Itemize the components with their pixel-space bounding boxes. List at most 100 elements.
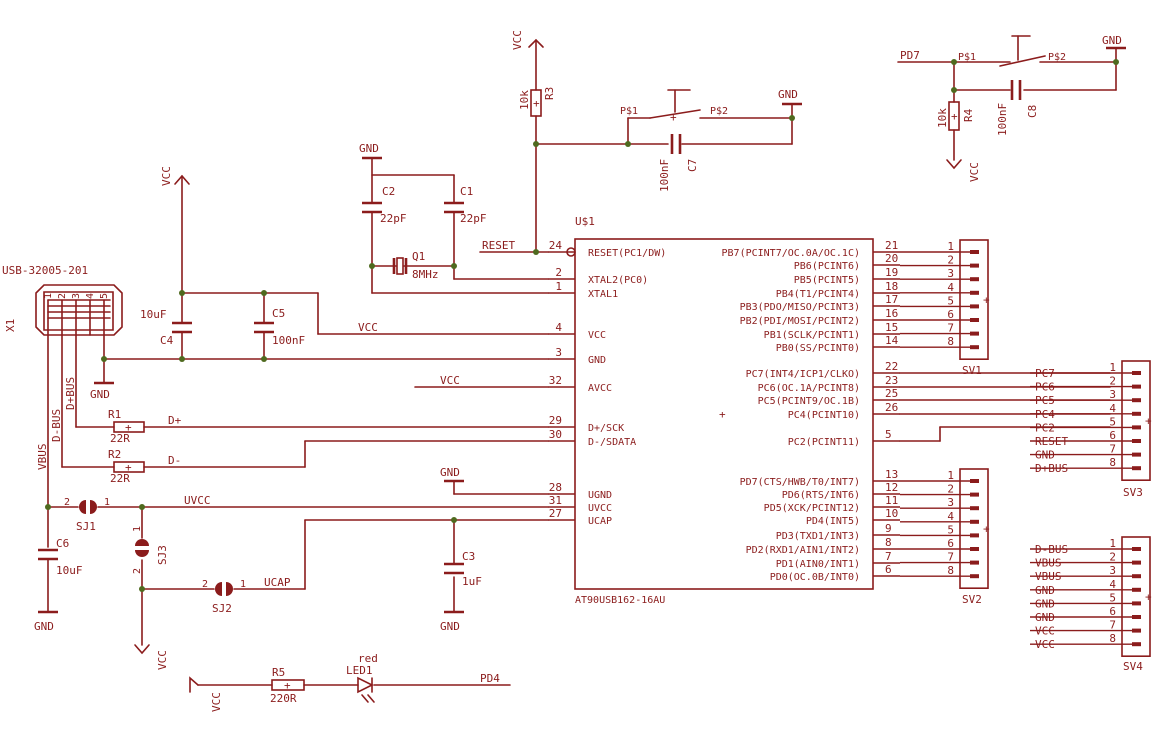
sv4-signal: VBUS — [1035, 557, 1062, 570]
sv4-signal: D-BUS — [1035, 543, 1068, 556]
mcu-right-pin-label: PD7(CTS/HWB/T0/INT7) — [740, 477, 860, 488]
sv4-pin-number: 3 — [1109, 564, 1116, 577]
capacitor-c7 — [670, 134, 682, 154]
vcc-label-left: VCC — [160, 166, 173, 186]
sv3-pin-contact — [1132, 384, 1141, 389]
sv3-pin-number: 1 — [1109, 361, 1116, 374]
sv3-pin-contact — [1132, 466, 1141, 471]
gnd-label-reset: GND — [778, 88, 798, 101]
vcc-label-reset: VCC — [511, 30, 524, 50]
mcu-part: AT90USB162-16AU — [575, 595, 665, 606]
sv4-signal: VBUS — [1035, 570, 1062, 583]
sv3-pin-number: 3 — [1109, 388, 1116, 401]
usb-pin-4: 4 — [85, 293, 96, 299]
mcu-right-pin-label: PD1(AIN0/INT1) — [776, 559, 860, 570]
mcu-left-pin-number: 29 — [549, 414, 562, 427]
usb-pin-2: 2 — [57, 293, 68, 299]
svg-text:+: + — [125, 461, 132, 474]
mcu-right-pins: 21PB7(PCINT7/OC.0A/OC.1C)20PB6(PCINT6)19… — [722, 239, 900, 583]
r4-value: 10k — [936, 108, 949, 128]
resistor-r5: + — [271, 679, 305, 692]
mcu-right-pin-label: PC5(PCINT9/OC.1B) — [758, 396, 860, 407]
sv4-pin-number: 6 — [1109, 605, 1116, 618]
sv4-signal: GND — [1035, 597, 1055, 610]
sv2-pin-contact — [970, 506, 979, 511]
mcu-left-pin-number: 4 — [555, 321, 562, 334]
c8-name: C8 — [1026, 105, 1039, 118]
usb-pin-5: 5 — [99, 293, 110, 299]
sv4-pin-contact — [1132, 587, 1141, 592]
sv1-pin-number: 2 — [947, 254, 954, 267]
usb-net-dminus: D-BUS — [50, 409, 63, 442]
mcu-right-pin-number: 18 — [885, 280, 898, 293]
reset-switch-p2: P$2 — [710, 106, 728, 117]
gnd-label-usb: GND — [90, 388, 110, 401]
mcu-right-pin-label: PB2(PDI/MOSI/PCINT2) — [740, 316, 860, 327]
sv2-pin-number: 4 — [947, 510, 954, 523]
sj3-name: SJ3 — [156, 545, 169, 565]
c2-value: 22pF — [380, 212, 407, 225]
r2-name: R2 — [108, 448, 121, 461]
reset-switch-2 — [999, 35, 1046, 67]
net-uvcc: UVCC — [184, 494, 211, 507]
capacitor-c8 — [1010, 80, 1022, 100]
sv1-pin-contact — [970, 290, 979, 295]
sv1-housing — [959, 239, 989, 360]
gnd-label-topright: GND — [1102, 34, 1122, 47]
resistor-r1: + — [113, 421, 145, 434]
mcu-right-pin-number: 12 — [885, 481, 898, 494]
usb-name: X1 — [4, 319, 17, 332]
mcu-right-pin-number: 5 — [885, 428, 892, 441]
sv2-pin-contact — [970, 574, 979, 579]
reset-switch-p1: P$1 — [620, 106, 638, 117]
sv4-pin-contact — [1132, 574, 1141, 579]
sv4-pin-number: 1 — [1109, 537, 1116, 550]
mcu-right-pin-number: 25 — [885, 387, 898, 400]
net-vcc-avcc: VCC — [440, 374, 460, 387]
mcu-right-pin-label: PC6(OC.1A/PCINT8) — [758, 383, 860, 394]
sv3-signal: PC2 — [1035, 421, 1055, 434]
q1-value: 8MHz — [412, 268, 439, 281]
sv4-pin-number: 4 — [1109, 578, 1116, 591]
mcu-right-pin-label: PB6(PCINT6) — [794, 261, 860, 272]
sv1-pin-contact — [970, 331, 979, 336]
sv2-pin-contact — [970, 533, 979, 538]
mcu-left-pin-label: VCC — [588, 330, 606, 341]
mcu-right-pin-label: PD5(XCK/PCINT12) — [764, 503, 860, 514]
mcu-center-plus: + — [719, 408, 726, 421]
sv3-name: SV3 — [1123, 486, 1143, 499]
c4-name: C4 — [160, 334, 174, 347]
wires — [47, 39, 1117, 686]
c5-value: 100nF — [272, 334, 305, 347]
mcu-left-pins: 24RESET(PC1/DW)2XTAL2(PC0)1XTAL14VCC3GND… — [548, 239, 666, 527]
sj1-pin1: 1 — [104, 497, 110, 508]
sv2-pin-contact — [970, 479, 979, 483]
sv2-housing — [959, 468, 989, 589]
sv3-signal: GND — [1035, 449, 1055, 462]
sv3-signal: D+BUS — [1035, 462, 1068, 475]
sv1-name: SV1 — [962, 364, 982, 377]
capacitor-c2 — [362, 201, 382, 214]
sv1-pin-number: 6 — [947, 308, 954, 321]
mcu-right-pin-number: 6 — [885, 563, 892, 576]
mcu-left-pin-label: UCAP — [588, 516, 612, 527]
sv4-pin-contact — [1132, 642, 1141, 647]
vcc-label-topright: VCC — [968, 162, 981, 182]
sv3-pin-contact — [1132, 452, 1141, 457]
sv2-pin-number: 3 — [947, 496, 954, 509]
sv1-pin-number: 4 — [947, 281, 954, 294]
mcu-right-pin-number: 11 — [885, 494, 898, 507]
sv4-pin-number: 7 — [1109, 619, 1116, 632]
sv2-pin-number: 6 — [947, 537, 954, 550]
sj3-pin2: 2 — [132, 568, 143, 574]
net-dminus: D- — [168, 454, 181, 467]
reset-switch: + — [649, 89, 701, 124]
mcu-right-pin-label: PD2(RXD1/AIN1/INT2) — [746, 545, 860, 556]
mcu-right-pin-number: 14 — [885, 334, 899, 347]
usb-connector — [35, 284, 123, 336]
mcu-left-pin-label: UGND — [588, 490, 612, 501]
mcu-left-pin-number: 31 — [549, 494, 562, 507]
mcu-right-pin-number: 15 — [885, 321, 898, 334]
sv1-pin-number: 8 — [947, 335, 954, 348]
